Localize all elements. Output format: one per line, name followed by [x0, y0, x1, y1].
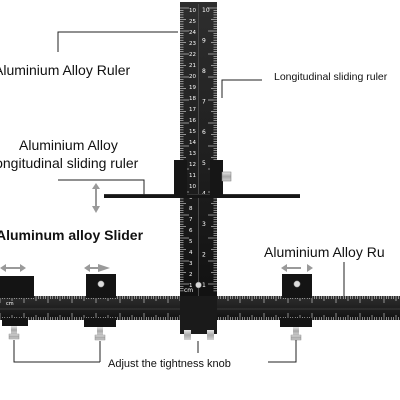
horizontal-ruler-unit: cm	[6, 301, 14, 307]
ruler-number: 16	[189, 118, 196, 124]
ruler-number: 8	[189, 206, 193, 212]
clamp-right-plate	[210, 160, 223, 198]
ruler-number: 9	[202, 38, 206, 45]
ruler-number: 3	[202, 221, 206, 228]
arrow-leftright-icon	[84, 264, 110, 272]
ruler-number: 10	[202, 7, 210, 14]
arrow-updown-icon	[92, 183, 100, 213]
ruler-number: 11	[189, 173, 196, 179]
clamp-left-plate	[174, 160, 187, 198]
slider-left-screw	[97, 280, 105, 288]
longitudinal-sliding-ruler	[104, 194, 300, 198]
ruler-number: 23	[189, 41, 196, 47]
ruler-number: 22	[189, 52, 196, 58]
ruler-number: 8	[202, 68, 206, 75]
label-alloy-sliding-line2: longitudinal sliding ruler	[0, 155, 139, 171]
leader-longitudinal-ruler	[221, 79, 262, 98]
knob-bracket-lines	[13, 340, 297, 363]
ruler-number: 20	[189, 74, 196, 80]
slider-left-edge	[0, 276, 34, 326]
ruler-number: 10	[189, 184, 196, 190]
ruler-number: 6	[202, 129, 206, 136]
ruler-number: 1	[202, 282, 206, 289]
knob-left	[8, 326, 20, 340]
ruler-number: 4	[202, 190, 206, 197]
ruler-number: 21	[189, 63, 196, 69]
label-knob: Adjust the tightness knob	[108, 358, 231, 370]
knob-center-left	[184, 330, 191, 340]
ruler-number: 2	[202, 251, 206, 258]
arrow-leftright-icon	[0, 264, 26, 272]
vertical-ruler-unit: cm	[184, 287, 193, 294]
clamp-knob	[221, 171, 232, 182]
vertical-ruler: 1025242322212019181716151413121110987654…	[180, 2, 217, 302]
ruler-number: 1	[189, 283, 193, 289]
ruler-number: 5	[202, 160, 206, 167]
ruler-number: 24	[189, 30, 196, 36]
ruler-number: 14	[189, 140, 196, 146]
leader-alloy-sliding	[58, 179, 145, 195]
vertical-ruler-numbers-right: 10 9 8 7 6 5 4 3 2 1	[202, 7, 210, 289]
label-longitudinal-sliding-ruler: Longitudinal sliding ruler	[274, 71, 388, 83]
knob-slider-left	[94, 327, 106, 341]
ruler-number: 3	[189, 261, 193, 267]
leader-lines	[57, 31, 345, 298]
ruler-number: 18	[189, 96, 196, 102]
ruler-number: 7	[189, 217, 193, 223]
ruler-number: 12	[189, 162, 196, 168]
vertical-clamp-block	[174, 160, 232, 198]
ruler-number: 5	[189, 239, 193, 245]
movement-arrows	[0, 183, 313, 272]
slider-right	[280, 274, 312, 327]
ruler-number: 10	[189, 8, 196, 14]
ruler-number: 15	[189, 129, 196, 135]
slider-right-screw	[293, 280, 301, 288]
ruler-number: 13	[189, 151, 196, 157]
vertical-ruler-numbers-left: 1025242322212019181716151413121110987654…	[189, 8, 196, 289]
label-alloy-sliding-line1: Aluminium Alloy	[19, 137, 118, 153]
slider-left	[84, 274, 116, 327]
label-slider: Aluminum alloy Slider	[0, 227, 144, 243]
knob-center-right	[207, 330, 214, 340]
thin-sliding-bar	[104, 194, 300, 198]
knob-slider-right	[290, 327, 302, 341]
tightness-knobs	[8, 326, 302, 341]
ruler-number: 2	[189, 272, 193, 278]
label-horizontal-ruler: Aluminium Alloy Ru	[264, 244, 385, 260]
arrow-leftright-icon	[281, 264, 313, 272]
ruler-number: 4	[189, 250, 193, 256]
ruler-number: 17	[189, 107, 196, 113]
center-base-block	[180, 281, 217, 334]
label-vertical-ruler: Aluminium Alloy Ruler	[0, 62, 130, 78]
ruler-number: 25	[189, 19, 196, 25]
center-screw	[195, 281, 202, 289]
ruler-number: 6	[189, 228, 193, 234]
ruler-number: 7	[202, 99, 206, 106]
ruler-number: 19	[189, 85, 196, 91]
leader-vertical-ruler	[57, 31, 178, 52]
